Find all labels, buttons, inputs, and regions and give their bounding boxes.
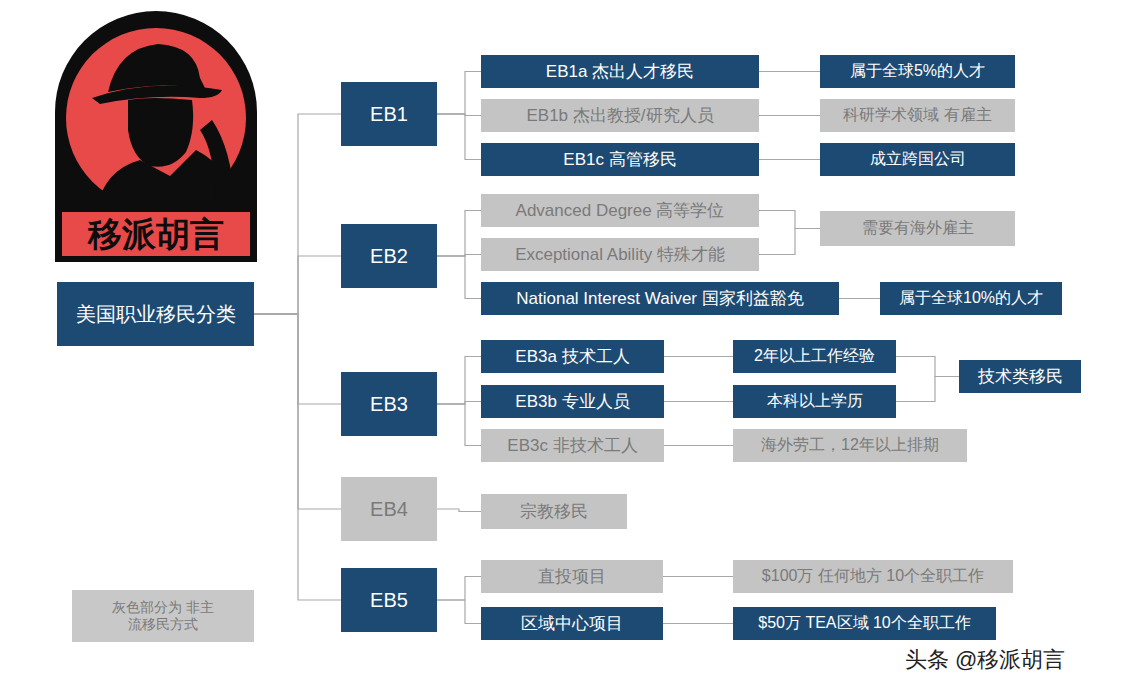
category-box: 本科以上学历 bbox=[733, 385, 896, 418]
connector bbox=[664, 445, 733, 446]
connector bbox=[664, 356, 733, 357]
connector bbox=[254, 256, 341, 314]
box-text: EB1a 杰出人才移民 bbox=[546, 60, 694, 83]
box-text: 美国职业移民分类 bbox=[76, 301, 236, 328]
minor-category-box: Advanced Degree 高等学位 bbox=[481, 194, 759, 227]
legend-note-box: 灰色部分为 非主流移民方式 bbox=[72, 590, 254, 642]
category-box: 属于全球5%的人才 bbox=[820, 55, 1015, 88]
box-text: EB5 bbox=[370, 589, 408, 612]
connector bbox=[254, 114, 341, 314]
box-text: EB3 bbox=[370, 393, 408, 416]
connector bbox=[437, 357, 481, 405]
box-text: 成立跨国公司 bbox=[870, 149, 966, 170]
category-box: 区域中心项目 bbox=[481, 607, 663, 640]
category-box: EB3a 技术工人 bbox=[481, 340, 664, 373]
category-box: National Interest Waiver 国家利益豁免 bbox=[481, 282, 839, 315]
connector bbox=[437, 577, 481, 601]
minor-category-box: $100万 任何地方 10个全职工作 bbox=[733, 560, 1013, 593]
box-text: EB3b 专业人员 bbox=[515, 390, 629, 413]
connector bbox=[437, 114, 481, 160]
category-box: EB3 bbox=[341, 372, 437, 436]
box-text: National Interest Waiver 国家利益豁免 bbox=[516, 287, 804, 310]
box-text: EB4 bbox=[370, 498, 408, 521]
connector bbox=[839, 298, 880, 299]
box-text: EB1 bbox=[370, 103, 408, 126]
category-box: $50万 TEA区域 10个全职工作 bbox=[733, 607, 996, 640]
category-box: EB1c 高管移民 bbox=[481, 143, 759, 176]
category-box: EB1a 杰出人才移民 bbox=[481, 55, 759, 88]
connector bbox=[437, 211, 481, 257]
category-box: 美国职业移民分类 bbox=[57, 282, 254, 346]
category-box: 2年以上工作经验 bbox=[733, 340, 896, 373]
minor-category-box: Exceptional Ability 特殊才能 bbox=[481, 238, 759, 271]
box-text: 区域中心项目 bbox=[521, 612, 623, 635]
connector bbox=[437, 404, 481, 446]
watermark: 头条 @移派胡言 bbox=[905, 644, 1130, 676]
minor-category-box: 直投项目 bbox=[481, 560, 663, 593]
connector bbox=[663, 576, 733, 577]
minor-category-box: EB4 bbox=[341, 477, 437, 541]
logo-title: 移派胡言 bbox=[62, 212, 250, 256]
connector bbox=[437, 256, 481, 299]
minor-category-box: 宗教移民 bbox=[481, 494, 627, 529]
box-text: EB3a 技术工人 bbox=[515, 345, 629, 368]
connector bbox=[437, 600, 481, 624]
minor-category-box: 科研学术领域 有雇主 bbox=[820, 99, 1015, 132]
box-text: EB3c 非技术工人 bbox=[507, 434, 637, 457]
minor-category-box: EB3c 非技术工人 bbox=[481, 429, 664, 462]
box-text: 宗教移民 bbox=[520, 500, 588, 523]
box-text: EB1c 高管移民 bbox=[563, 148, 676, 171]
box-text: 2年以上工作经验 bbox=[754, 346, 875, 367]
box-text: Exceptional Ability 特殊才能 bbox=[515, 243, 725, 266]
logo-frame bbox=[55, 11, 257, 262]
box-text: EB1b 杰出教授/研究人员 bbox=[526, 104, 713, 127]
box-text: 海外劳工，12年以上排期 bbox=[761, 435, 939, 456]
box-text: Advanced Degree 高等学位 bbox=[516, 199, 725, 222]
category-box: 属于全球10%的人才 bbox=[880, 282, 1062, 315]
box-text: 直投项目 bbox=[538, 565, 606, 588]
connector bbox=[664, 401, 733, 402]
connector bbox=[437, 72, 481, 115]
box-text: $100万 任何地方 10个全职工作 bbox=[762, 566, 984, 587]
connector bbox=[254, 314, 341, 600]
category-box: EB5 bbox=[341, 568, 437, 632]
box-text: 属于全球10%的人才 bbox=[899, 288, 1043, 309]
connector bbox=[759, 159, 820, 160]
category-box: EB2 bbox=[341, 224, 437, 288]
minor-category-box: EB1b 杰出教授/研究人员 bbox=[481, 99, 759, 132]
minor-category-box: 海外劳工，12年以上排期 bbox=[733, 429, 967, 462]
detective-silhouette bbox=[92, 44, 240, 214]
connector bbox=[896, 357, 959, 377]
connector bbox=[759, 229, 820, 255]
box-text: 灰色部分为 非主流移民方式 bbox=[112, 599, 214, 634]
connector bbox=[437, 509, 481, 512]
category-box: 技术类移民 bbox=[959, 360, 1081, 393]
box-text: 属于全球5%的人才 bbox=[850, 61, 985, 82]
category-box: EB3b 专业人员 bbox=[481, 385, 664, 418]
connector bbox=[759, 211, 820, 229]
box-text: 科研学术领域 有雇主 bbox=[843, 105, 991, 126]
connector bbox=[759, 115, 820, 116]
box-text: 需要有海外雇主 bbox=[862, 218, 974, 239]
connector bbox=[663, 623, 733, 624]
connector bbox=[759, 71, 820, 72]
box-text: 技术类移民 bbox=[978, 365, 1063, 388]
minor-category-box: 需要有海外雇主 bbox=[820, 211, 1015, 246]
connector bbox=[896, 377, 959, 402]
category-box: EB1 bbox=[341, 82, 437, 146]
logo-band bbox=[62, 212, 250, 256]
box-text: $50万 TEA区域 10个全职工作 bbox=[758, 613, 971, 634]
box-text: EB2 bbox=[370, 245, 408, 268]
category-box: 成立跨国公司 bbox=[820, 143, 1015, 176]
box-text: 本科以上学历 bbox=[767, 391, 863, 412]
